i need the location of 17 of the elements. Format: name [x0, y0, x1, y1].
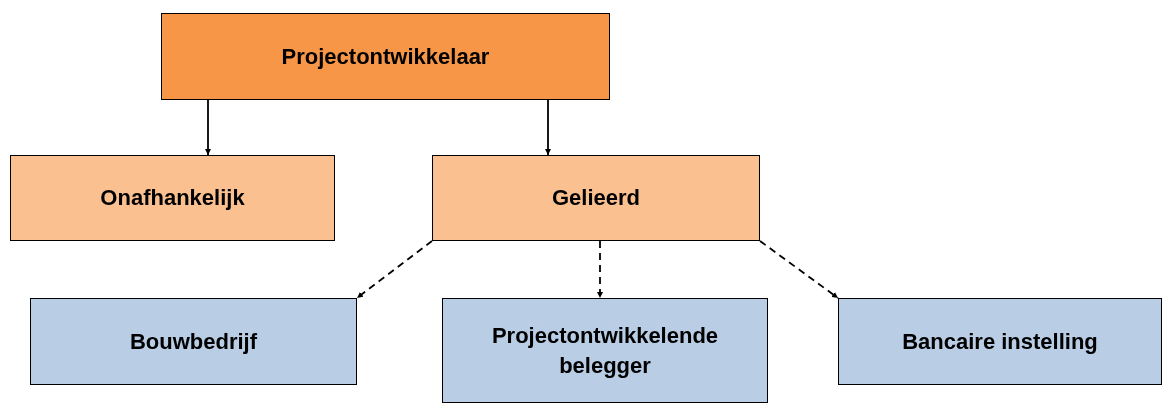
- arrow: [597, 240, 603, 299]
- box-label: Projectontwikkelende belegger: [490, 321, 720, 380]
- org-box: [432, 155, 760, 241]
- org-box: [442, 298, 768, 403]
- arrow: [545, 99, 551, 156]
- box-label: Projectontwikkelaar: [280, 42, 491, 71]
- arrow: [205, 99, 211, 156]
- org-box: [10, 155, 335, 241]
- box-label: Bancaire instelling: [901, 327, 1099, 356]
- arrow: [759, 240, 839, 299]
- org-box: [161, 13, 610, 100]
- box-label: Gelieerd: [550, 184, 641, 212]
- org-box: [838, 298, 1162, 385]
- box-label: Bouwbedrijf: [128, 327, 259, 356]
- org-box: [30, 298, 357, 385]
- arrow: [356, 240, 433, 299]
- box-label: Onafhankelijk: [99, 184, 246, 212]
